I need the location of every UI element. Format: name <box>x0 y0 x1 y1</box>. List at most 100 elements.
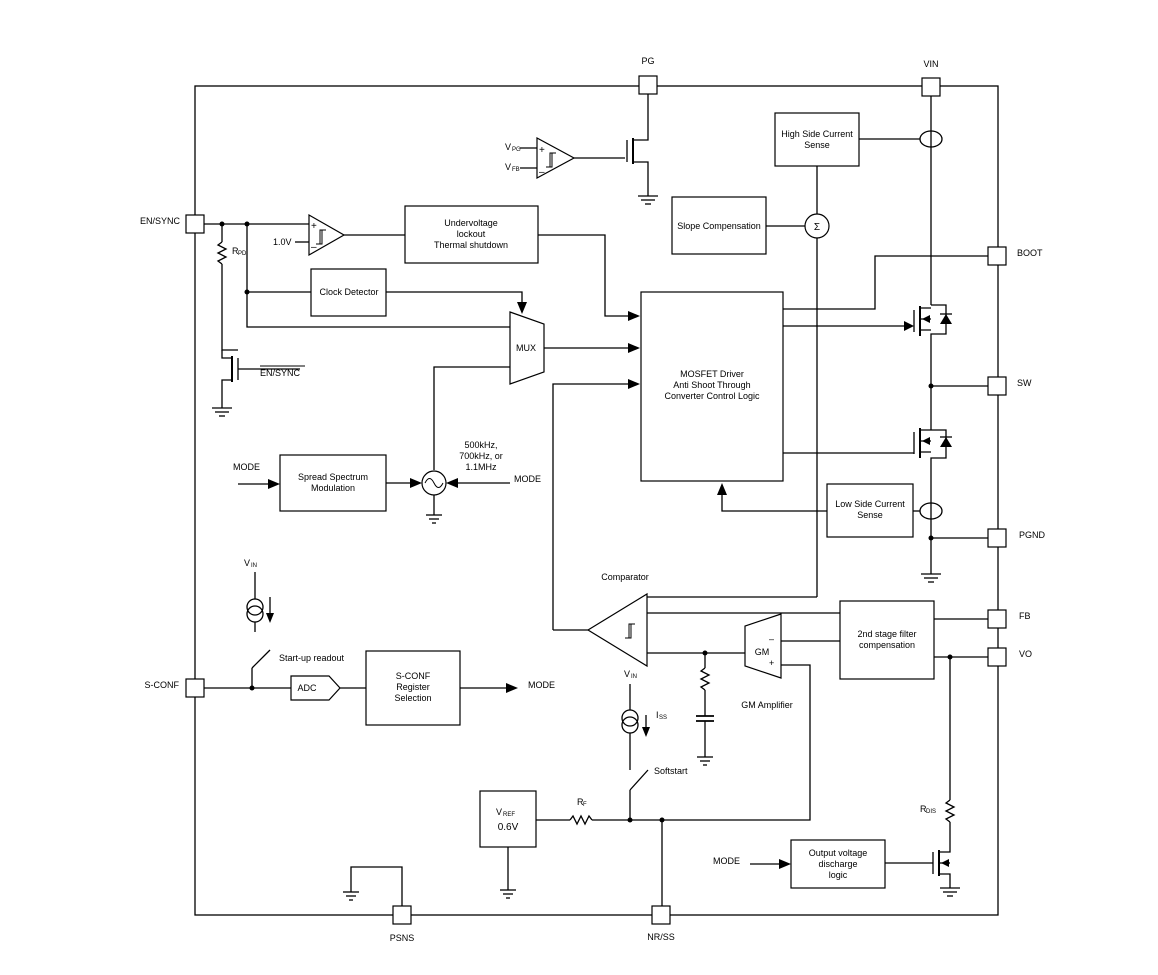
svg-text:Slope Compensation: Slope Compensation <box>677 221 761 231</box>
oscillator <box>421 470 447 496</box>
low-side-fet <box>783 386 952 574</box>
pin-sw: SW <box>987 376 1032 396</box>
svg-text:I: I <box>656 710 659 720</box>
svg-text:PSNS: PSNS <box>390 933 415 943</box>
pwm-comparator: Comparator <box>586 572 649 668</box>
svg-text:Low Side Current: Low Side Current <box>835 499 905 509</box>
startup-switch: Start-up readout <box>251 649 345 688</box>
svg-text:Thermal shutdown: Thermal shutdown <box>434 240 508 250</box>
s-conf-register-selection: S-CONF Register Selection <box>365 650 461 726</box>
svg-text:logic: logic <box>829 870 848 880</box>
svg-text:–: – <box>769 634 774 644</box>
svg-text:V: V <box>244 558 250 568</box>
svg-text:Output voltage: Output voltage <box>809 848 868 858</box>
svg-text:MODE: MODE <box>528 680 555 690</box>
svg-text:+: + <box>311 221 317 232</box>
svg-text:Spread Spectrum: Spread Spectrum <box>298 472 368 482</box>
spread-spectrum-modulation: Spread Spectrum Modulation <box>279 454 387 512</box>
pin-psns: PSNS <box>390 905 415 943</box>
svg-text:FB: FB <box>1019 611 1031 621</box>
pin-pgnd: PGND <box>987 528 1046 548</box>
svg-text:1.0V: 1.0V <box>273 237 292 247</box>
svg-text:Anti Shoot Through: Anti Shoot Through <box>673 380 750 390</box>
svg-text:V: V <box>505 162 511 172</box>
pin-boot: BOOT <box>987 246 1043 266</box>
svg-text:S-CONF: S-CONF <box>396 671 431 681</box>
clock-mux: MUX <box>509 311 545 385</box>
svg-text:Start-up readout: Start-up readout <box>279 653 345 663</box>
svg-text:GM Amplifier: GM Amplifier <box>741 700 793 710</box>
svg-text:V: V <box>505 142 511 152</box>
svg-text:R: R <box>577 797 584 807</box>
svg-text:V: V <box>496 807 502 817</box>
svg-text:PGND: PGND <box>1019 530 1046 540</box>
output-discharge-logic: Output voltage discharge logic <box>790 839 886 889</box>
svg-text:High Side Current: High Side Current <box>781 129 853 139</box>
svg-text:ADC: ADC <box>297 683 317 693</box>
gm-amplifier: GM – + GM Amplifier <box>741 613 793 710</box>
svg-text:BOOT: BOOT <box>1017 248 1043 258</box>
svg-text:Modulation: Modulation <box>311 483 355 493</box>
softstart-switch: Softstart <box>629 766 688 820</box>
svg-text:–: – <box>311 242 317 253</box>
svg-text:V: V <box>624 669 630 679</box>
svg-text:Clock Detector: Clock Detector <box>319 287 378 297</box>
summing-junction: Σ <box>804 213 830 239</box>
svg-text:0.6V: 0.6V <box>498 822 519 833</box>
uvlo-thermal-shutdown: Undervoltage lockout Thermal shutdown <box>404 205 539 264</box>
svg-text:500kHz,: 500kHz, <box>464 440 497 450</box>
pulldown-resistor: R PD <box>216 224 247 265</box>
high-side-fet <box>783 304 952 386</box>
svg-text:DIS: DIS <box>926 809 936 815</box>
svg-text:Undervoltage: Undervoltage <box>444 218 498 228</box>
svg-text:MODE: MODE <box>233 462 260 472</box>
svg-text:Softstart: Softstart <box>654 766 688 776</box>
mosfet-driver-control-logic: MOSFET Driver Anti Shoot Through Convert… <box>640 291 784 482</box>
discharge-resistor: R DIS <box>920 657 956 823</box>
svg-text:MODE: MODE <box>713 856 740 866</box>
enable-comparator: + – 1.0V <box>273 213 346 257</box>
svg-text:PG: PG <box>641 56 654 66</box>
chip-outline <box>194 85 999 916</box>
clock-detector: Clock Detector <box>310 268 387 317</box>
svg-text:EN/SYNC: EN/SYNC <box>260 368 301 378</box>
svg-text:compensation: compensation <box>859 640 915 650</box>
softstart-current-source: V IN I SS <box>621 669 667 770</box>
svg-text:SS: SS <box>659 715 667 721</box>
svg-text:VIN: VIN <box>923 59 938 69</box>
high-side-current-sense: High Side Current Sense <box>774 112 860 167</box>
svg-text:MOSFET Driver: MOSFET Driver <box>680 369 744 379</box>
svg-text:R: R <box>232 246 239 256</box>
svg-text:2nd stage filter: 2nd stage filter <box>857 629 916 639</box>
svg-text:Register: Register <box>396 682 430 692</box>
pin-vo: VO <box>987 647 1032 667</box>
svg-text:+: + <box>539 145 545 156</box>
vref-source: V REF 0.6V <box>479 790 537 848</box>
svg-text:PD: PD <box>238 251 247 257</box>
svg-text:GM: GM <box>755 647 770 657</box>
svg-text:lockout: lockout <box>457 229 486 239</box>
svg-text:Sense: Sense <box>857 510 883 520</box>
svg-text:R: R <box>920 804 927 814</box>
adc: ADC <box>290 675 341 701</box>
svg-text:IN: IN <box>631 674 637 680</box>
svg-text:IN: IN <box>251 563 257 569</box>
pin-en-sync: EN/SYNC <box>140 214 205 234</box>
svg-text:FB: FB <box>512 167 520 173</box>
svg-text:NR/SS: NR/SS <box>647 932 675 942</box>
pin-fb: FB <box>987 609 1031 629</box>
pin-s-conf: S-CONF <box>145 678 205 698</box>
pg-fet <box>626 94 658 205</box>
svg-text:Comparator: Comparator <box>601 572 649 582</box>
svg-text:1.1MHz: 1.1MHz <box>465 462 497 472</box>
svg-text:EN/SYNC: EN/SYNC <box>140 216 181 226</box>
slope-compensation: Slope Compensation <box>671 196 767 255</box>
svg-text:REF: REF <box>503 812 515 818</box>
second-stage-filter-compensation: 2nd stage filter compensation <box>839 600 935 680</box>
pin-nr-ss: NR/SS <box>647 905 675 942</box>
svg-text:discharge: discharge <box>818 859 857 869</box>
svg-text:+: + <box>769 658 774 668</box>
svg-text:Sense: Sense <box>804 140 830 150</box>
svg-text:F: F <box>583 802 587 808</box>
